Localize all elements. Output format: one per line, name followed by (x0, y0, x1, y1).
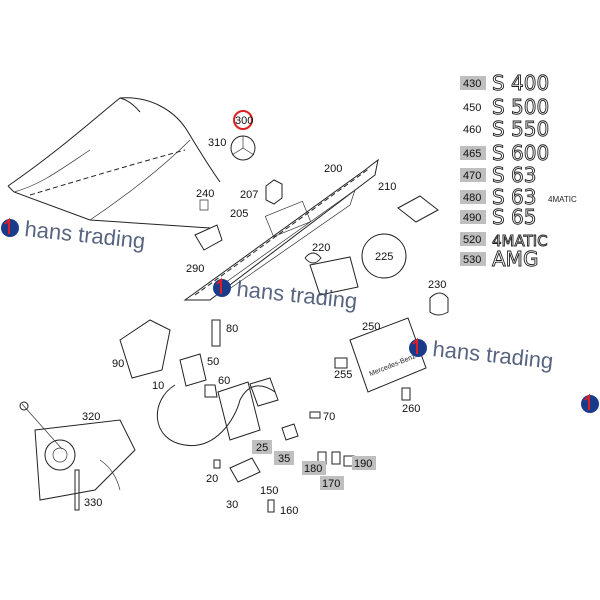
badge-lettering: AMG (492, 247, 538, 271)
part-label-300: 300 (235, 115, 253, 127)
part-label-160: 160 (280, 505, 298, 517)
part-label-255: 255 (334, 369, 352, 381)
badge-code-box (460, 76, 486, 90)
part-label-240: 240 (196, 188, 214, 200)
svg-text:hans trading: hans trading (235, 276, 358, 314)
watermark-3: hans trading (409, 336, 555, 374)
badge-lettering: S 63 (492, 185, 537, 209)
part-label-70: 70 (323, 411, 335, 423)
badge-code-box (460, 232, 486, 246)
badge-code-box (460, 190, 486, 204)
part-label-25: 25 (256, 442, 268, 454)
badge-row: 465 S 600 (460, 141, 550, 165)
svg-text:hans trading: hans trading (23, 216, 146, 254)
part-box-180 (302, 461, 326, 475)
badge-code-box (460, 210, 486, 224)
part-label-50: 50 (207, 356, 219, 368)
part-label-200: 200 (324, 163, 342, 175)
badge-code: 480 (463, 192, 481, 204)
watermark-1: hans trading (1, 216, 147, 254)
watermark-4 (581, 393, 599, 413)
part-box-25 (252, 440, 272, 454)
part-label-210: 210 (378, 181, 396, 193)
badge-row: 530 AMG (460, 247, 539, 271)
part-box-35 (274, 451, 294, 465)
part-label-250: 250 (362, 321, 380, 333)
badge-row: 480 S 63 4MATIC (460, 185, 577, 209)
badge-code-box (460, 146, 486, 160)
badge-code-box (460, 252, 486, 266)
part-label-60: 60 (218, 375, 230, 387)
badge-lettering: S 500 (492, 95, 549, 119)
badge-row: 520 4MATIC (460, 232, 548, 250)
badge-code-box (460, 168, 486, 182)
cable-drawing (156, 384, 276, 446)
part-label-207: 207 (240, 189, 258, 201)
part-label-310: 310 (208, 137, 226, 149)
part-label-35: 35 (278, 453, 290, 465)
part-label-180: 180 (304, 463, 322, 475)
svg-text:hans trading: hans trading (431, 336, 554, 374)
badge-lettering: S 65 (492, 205, 537, 229)
badge-code: 430 (463, 78, 481, 90)
badge-row: 490 S 65 (460, 205, 537, 229)
part-label-225: 225 (375, 251, 393, 263)
badge-row: 470 S 63 (460, 163, 537, 187)
part-label-190: 190 (354, 458, 372, 470)
part-label-220: 220 (312, 242, 330, 254)
highlight-marker (233, 110, 253, 130)
part-label-170: 170 (322, 478, 340, 490)
badge-code: 490 (463, 212, 481, 224)
part-label-260: 260 (402, 403, 420, 415)
badge-code: 530 (463, 254, 481, 266)
star-emblem-drawing (230, 135, 256, 161)
part-label-230: 230 (428, 279, 446, 291)
motor-assembly-drawing (19, 401, 136, 511)
trunk-lid-drawing (7, 97, 221, 229)
badge-sub-lettering: 4MATIC (548, 195, 577, 204)
part-box-190 (352, 456, 376, 470)
part-label-10: 10 (152, 380, 164, 392)
badge-code: 465 (463, 148, 481, 160)
part-label-290: 290 (186, 263, 204, 275)
part-label-320: 320 (82, 411, 100, 423)
badge-row: 450 S 500 (463, 95, 550, 120)
part-label-90: 90 (112, 358, 124, 370)
part-box-170 (320, 476, 344, 490)
badge-code: 460 (463, 124, 481, 136)
badge-lettering: 4MATIC (492, 232, 548, 250)
part-label-205: 205 (230, 208, 248, 220)
part-label-20: 20 (206, 473, 218, 485)
badge-code: 470 (463, 170, 481, 182)
badge-lettering: S 550 (492, 117, 549, 141)
badge-lettering: S 400 (492, 71, 549, 95)
part-label-330: 330 (84, 497, 102, 509)
badge-row: 430 S 400 (460, 71, 550, 95)
part-label-150: 150 (260, 485, 278, 497)
trim-strip-drawing (183, 158, 379, 301)
badge-lettering: S 63 (492, 163, 537, 187)
badge-row: 460 S 550 (463, 117, 550, 142)
part-label-30: 30 (226, 499, 238, 511)
part-label-80: 80 (226, 323, 238, 335)
badge-code: 520 (463, 234, 481, 246)
badge-lettering: S 600 (492, 141, 549, 165)
badge-code: 450 (463, 102, 481, 114)
